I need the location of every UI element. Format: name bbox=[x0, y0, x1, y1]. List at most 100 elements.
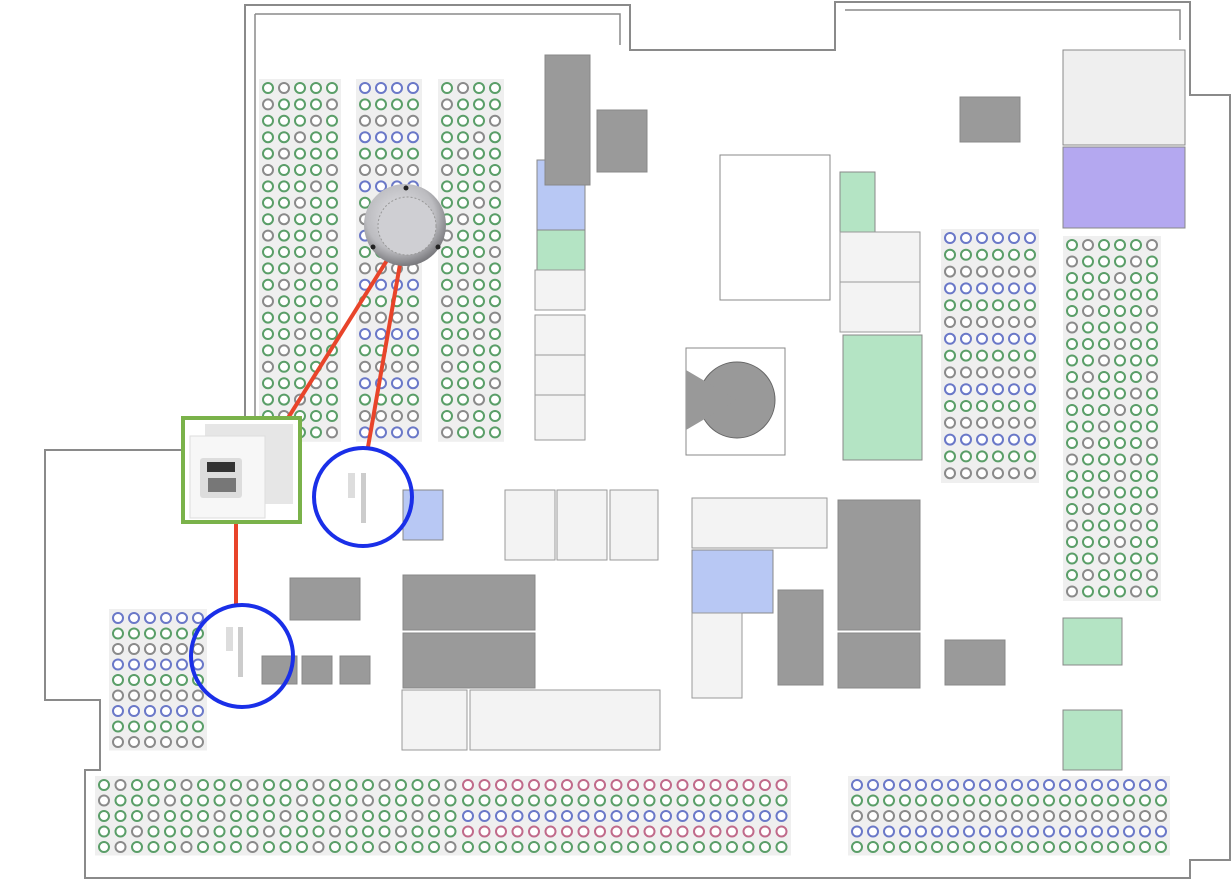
desk-seat bbox=[1114, 453, 1126, 466]
desk-seat bbox=[345, 794, 358, 807]
desk-seat bbox=[915, 779, 927, 791]
desk-seat bbox=[359, 410, 371, 422]
desk-seat bbox=[489, 295, 501, 308]
desk-seat bbox=[278, 377, 290, 390]
desk-seat bbox=[128, 705, 140, 717]
desk-seat bbox=[915, 841, 927, 853]
desk-seat bbox=[1075, 794, 1087, 807]
desk-seat bbox=[279, 810, 292, 822]
desk-seat bbox=[594, 810, 606, 822]
desk-seat bbox=[1114, 272, 1126, 284]
desk-seat bbox=[511, 810, 524, 822]
desk-seat bbox=[1146, 519, 1158, 532]
desk-seat bbox=[1091, 841, 1103, 853]
desk-seat bbox=[407, 344, 419, 357]
desk-seat bbox=[441, 426, 453, 439]
desk-seat bbox=[391, 147, 403, 160]
desk-seat bbox=[992, 400, 1004, 412]
desk-seat bbox=[660, 841, 672, 853]
desk-seat bbox=[963, 779, 975, 791]
desk-seat bbox=[326, 360, 338, 373]
room bbox=[837, 632, 921, 689]
desk-seat bbox=[960, 232, 972, 244]
desk-seat bbox=[1091, 779, 1103, 791]
desk-seat bbox=[1066, 255, 1078, 268]
desk-seat bbox=[489, 131, 501, 144]
door-sensor-highlight[interactable] bbox=[312, 446, 414, 548]
desk-seat bbox=[976, 349, 988, 362]
desk-seat bbox=[960, 248, 972, 261]
desk-seat bbox=[1059, 841, 1071, 853]
desk-seat bbox=[947, 794, 959, 807]
desk-seat bbox=[867, 810, 879, 822]
desk-seat bbox=[1098, 272, 1110, 284]
desk-seat bbox=[1082, 321, 1094, 334]
desk-seat bbox=[310, 246, 322, 258]
desk-seat bbox=[294, 180, 306, 193]
desk-seat bbox=[992, 450, 1004, 463]
desk-seat bbox=[976, 316, 988, 328]
desk-seat bbox=[278, 213, 290, 226]
desk-seat bbox=[1024, 366, 1036, 379]
desk-seat bbox=[262, 295, 274, 308]
desk-seat bbox=[1082, 338, 1094, 350]
desk-seat bbox=[960, 450, 972, 463]
desk-seat bbox=[192, 705, 204, 717]
desk-seat bbox=[473, 377, 485, 390]
desk-seat bbox=[577, 841, 590, 853]
desk-seat bbox=[992, 316, 1004, 328]
room bbox=[301, 655, 333, 685]
desk-seat bbox=[444, 841, 457, 853]
door-sensor-highlight[interactable] bbox=[189, 603, 295, 709]
desk-seat bbox=[992, 248, 1004, 261]
desk-seat bbox=[944, 232, 956, 244]
desk-seat bbox=[160, 689, 172, 702]
ceiling-sensor-device[interactable] bbox=[364, 184, 446, 266]
desk-seat bbox=[1011, 794, 1023, 807]
wall-device-callout[interactable] bbox=[181, 416, 302, 524]
desk-seat bbox=[407, 164, 419, 176]
desk-seat bbox=[1130, 486, 1142, 499]
desk-seat bbox=[1082, 288, 1094, 301]
desk-seat bbox=[1027, 794, 1039, 807]
desk-seat bbox=[960, 265, 972, 278]
desk-seat bbox=[726, 825, 738, 838]
desk-seat bbox=[114, 841, 127, 853]
desk-seat bbox=[1123, 779, 1135, 791]
desk-seat bbox=[160, 720, 172, 733]
desk-seat bbox=[1066, 371, 1078, 383]
desk-seat bbox=[1066, 239, 1078, 251]
desk-seat bbox=[1139, 810, 1151, 822]
desk-seat bbox=[976, 332, 988, 345]
room bbox=[959, 96, 1021, 143]
desk-seat bbox=[375, 278, 387, 291]
desk-seat bbox=[1139, 779, 1151, 791]
desk-seat bbox=[375, 426, 387, 439]
desk-seat bbox=[775, 841, 788, 853]
desk-seat bbox=[262, 114, 274, 127]
desk-seat bbox=[693, 825, 705, 838]
desk-seat bbox=[1098, 552, 1110, 565]
desk-seat bbox=[262, 180, 274, 193]
desk-seat bbox=[1098, 453, 1110, 466]
desk-seat bbox=[992, 332, 1004, 345]
desk-seat bbox=[851, 794, 863, 807]
desk-block bbox=[941, 229, 1039, 483]
desk-seat bbox=[473, 164, 485, 176]
desk-seat bbox=[577, 810, 590, 822]
desk-seat bbox=[726, 794, 738, 807]
desk-seat bbox=[1107, 825, 1119, 838]
desk-seat bbox=[992, 265, 1004, 278]
desk-seat bbox=[407, 311, 419, 324]
desk-seat bbox=[1024, 282, 1036, 295]
desk-seat bbox=[144, 689, 156, 702]
desk-seat bbox=[947, 810, 959, 822]
desk-seat bbox=[1130, 503, 1142, 515]
desk-seat bbox=[992, 349, 1004, 362]
desk-seat bbox=[1024, 248, 1036, 261]
desk-seat bbox=[1059, 810, 1071, 822]
desk-seat bbox=[213, 779, 226, 791]
desk-seat bbox=[359, 360, 371, 373]
desk-seat bbox=[310, 114, 322, 127]
